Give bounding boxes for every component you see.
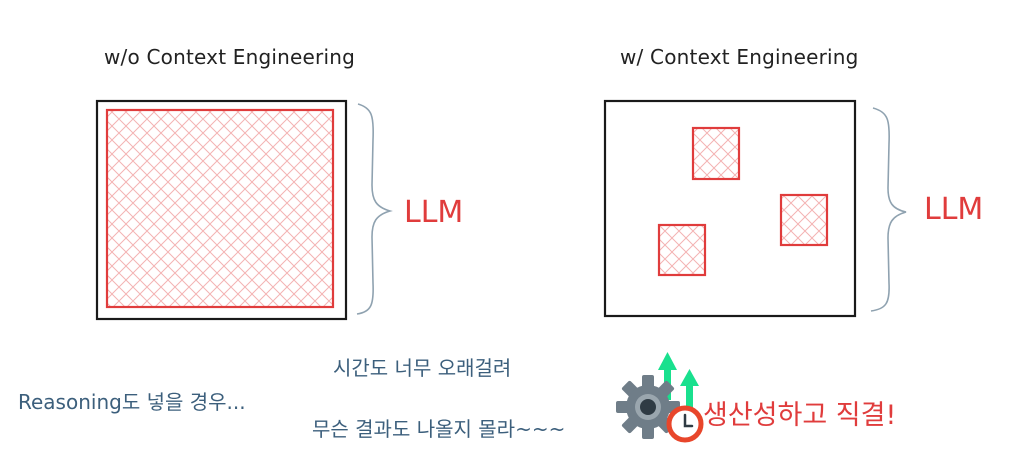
left-context-window [95,99,348,321]
context-chunk [691,126,741,181]
clock-icon [666,405,704,443]
context-chunk [657,223,707,277]
right-panel-title: w/ Context Engineering [620,45,859,69]
left-llm-label: LLM [404,195,464,230]
left-panel-title: w/o Context Engineering [104,45,355,69]
right-llm-brace [870,107,907,312]
arrow-up-icon [680,369,699,410]
note-result: 무슨 결과도 나올지 몰라~~~ [312,417,566,441]
left-llm-brace [356,103,393,315]
right-context-window [603,99,857,318]
productivity-label: 생산성하고 직결! [703,400,897,431]
left-filled-context [105,108,335,309]
right-llm-label: LLM [924,192,984,227]
context-chunk [779,193,829,247]
note-time: 시간도 너무 오래걸려 [333,356,512,380]
note-reasoning: Reasoning도 넣을 경우... [18,390,246,414]
